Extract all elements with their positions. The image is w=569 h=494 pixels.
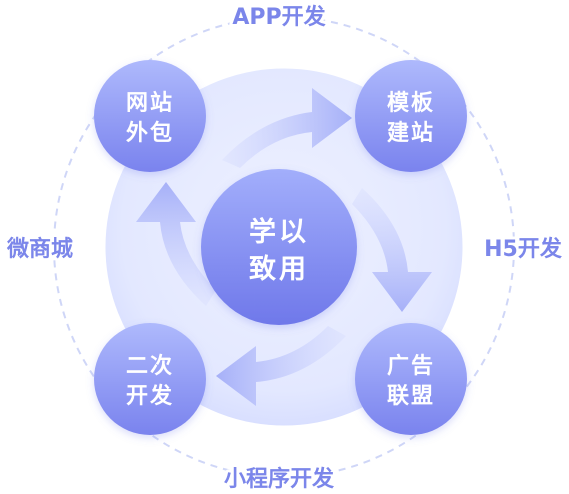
node-website-outsourcing-line1: 网站 xyxy=(126,91,174,116)
node-secondary-dev-line1: 二次 xyxy=(126,353,174,379)
arrow-top-right xyxy=(222,88,352,168)
center-node xyxy=(201,169,357,325)
node-template-site xyxy=(355,60,467,172)
center-text-line1: 学以 xyxy=(249,216,309,248)
outer-label-wechat-mall: 微商城 xyxy=(6,236,73,262)
node-template-site-line1: 模板 xyxy=(387,91,435,116)
outer-label-h5: H5开发 xyxy=(484,236,563,262)
node-template-site-line2: 建站 xyxy=(387,121,435,146)
node-website-outsourcing xyxy=(94,60,206,172)
node-ad-alliance xyxy=(355,323,467,435)
node-website-outsourcing-line2: 外包 xyxy=(126,120,174,146)
node-secondary-dev xyxy=(94,323,206,435)
outer-label-app: APP开发 xyxy=(232,4,326,30)
node-ad-alliance-line2: 联盟 xyxy=(387,384,435,409)
arrow-right-down xyxy=(352,188,432,312)
node-secondary-dev-line2: 开发 xyxy=(126,383,174,409)
outer-dashed-ring xyxy=(53,16,515,478)
outer-label-miniprogram: 小程序开发 xyxy=(224,466,335,492)
node-ad-alliance-line1: 广告 xyxy=(387,353,435,379)
arrow-left-up xyxy=(136,182,216,306)
center-text-line2: 致用 xyxy=(249,253,309,285)
arrow-bottom-left xyxy=(216,326,346,406)
